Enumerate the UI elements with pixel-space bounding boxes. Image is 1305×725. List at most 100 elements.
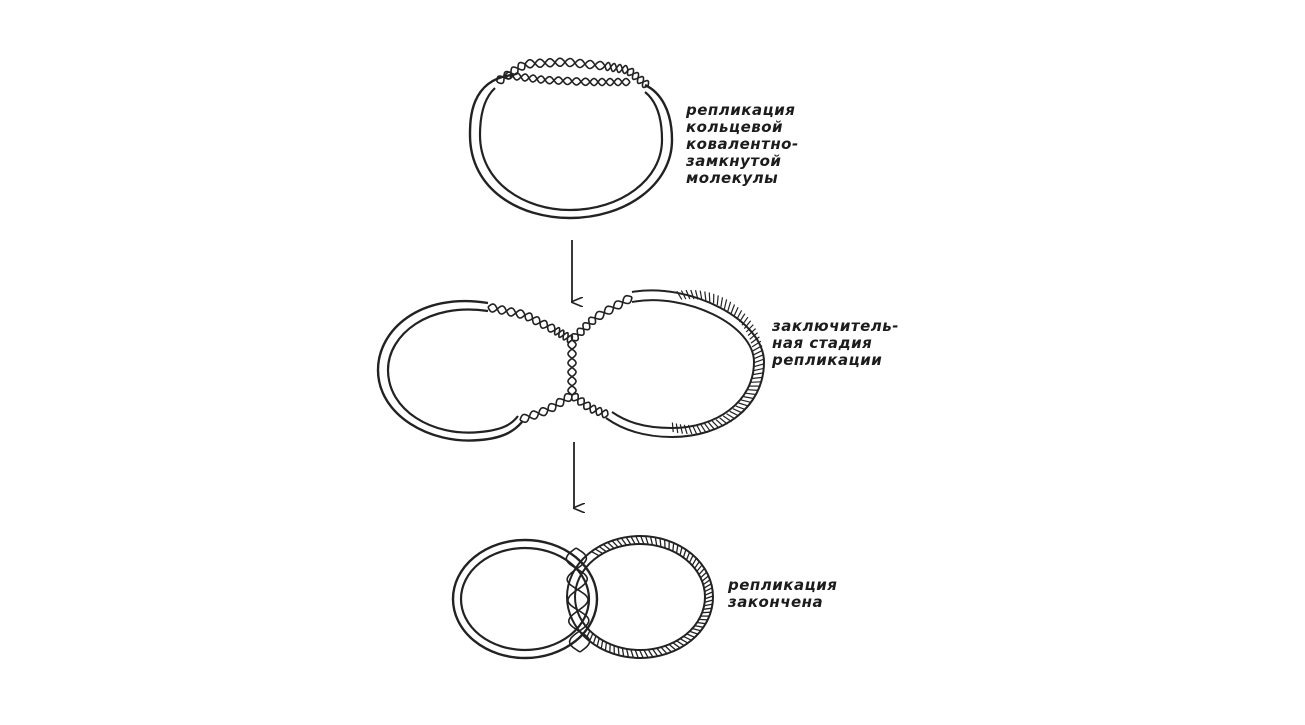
stage3-hatch-tick bbox=[611, 540, 619, 548]
stage3-hatch-tick bbox=[703, 607, 712, 610]
stage3-hatch-tick bbox=[640, 535, 645, 545]
stage3-hatch-tick bbox=[634, 649, 639, 659]
stage3-hatch-tick bbox=[591, 550, 600, 557]
stage2-hatch-tick bbox=[747, 389, 759, 391]
caption-line: ковалентно- bbox=[686, 135, 799, 153]
stage2-hatch-tick bbox=[715, 419, 724, 427]
stage2-hatch-tick bbox=[726, 413, 736, 420]
stage3-hatch-tick bbox=[685, 552, 691, 561]
stage2-hatch-tick bbox=[699, 290, 703, 301]
stage3-hatch-tick bbox=[672, 542, 675, 552]
stage2-hatch-tick bbox=[722, 415, 732, 423]
stage3-hatch-tick bbox=[704, 599, 714, 603]
stage2-hatching bbox=[671, 289, 765, 435]
stage1-helix-inner-seg1-strand-2 bbox=[544, 75, 591, 86]
stage2-hatch-tick bbox=[694, 290, 699, 300]
stage2-hatch-tick bbox=[691, 424, 698, 434]
stage1-helix-top-seg1-strand-2 bbox=[524, 58, 566, 68]
stage2-right-loop-outer bbox=[605, 289, 766, 439]
stage1-molecule bbox=[468, 57, 674, 220]
stage3-hatch-tick bbox=[594, 548, 604, 555]
stage3-hatch-tick bbox=[616, 538, 623, 547]
stage2-hatch-tick bbox=[676, 290, 683, 300]
stage3-hatch-tick bbox=[696, 621, 706, 625]
stage2-hatch-tick bbox=[685, 289, 691, 300]
stage2-helix-upper-left-seg1-strand-2 bbox=[524, 312, 556, 333]
stage2-hatch-tick bbox=[711, 420, 720, 429]
stage3-hatch-tick bbox=[596, 638, 600, 647]
stage3-hatch-tick bbox=[660, 646, 668, 655]
stage3-hatch-tick bbox=[668, 643, 677, 651]
caption-line: молекулы bbox=[686, 169, 779, 187]
stage3-hatch-tick bbox=[654, 537, 658, 546]
stage2-helix-lower-left-seg0-strand-1 bbox=[519, 409, 549, 424]
stage3-link-helix-strand-2 bbox=[566, 547, 591, 653]
stage2-hatch-tick bbox=[704, 291, 707, 302]
caption-line: репликации bbox=[772, 351, 883, 369]
stage2-hatch-tick bbox=[733, 307, 739, 317]
caption-line: замкнутой bbox=[686, 152, 782, 170]
stage2-helix-lower-right-seg1-strand-2 bbox=[589, 404, 609, 417]
stage3-hatch-tick bbox=[621, 647, 625, 657]
stage3-hatch-tick bbox=[598, 545, 607, 553]
stage3-hatch-tick bbox=[694, 624, 704, 628]
stage2-hatch-tick bbox=[730, 304, 736, 314]
stage3-hatch-tick bbox=[592, 635, 597, 645]
stage3-hatch-tick bbox=[698, 618, 708, 621]
stage2-hatch-tick bbox=[738, 313, 746, 323]
stage1-helix-inner-seg0-strand-1 bbox=[504, 72, 546, 84]
stage3-hatch-tick bbox=[679, 638, 689, 644]
stage3-hatch-tick bbox=[704, 587, 713, 593]
stage2-hatch-tick bbox=[736, 310, 743, 320]
stage3-hatch-tick bbox=[656, 647, 663, 656]
stage3-hatch-tick bbox=[694, 561, 700, 569]
stage3-hatch-tick bbox=[703, 583, 712, 589]
stage3-hatch-tick bbox=[652, 648, 659, 657]
stage2-hatch-tick bbox=[751, 340, 762, 348]
stage2-hatch-tick bbox=[752, 345, 763, 352]
stage2-hatch-tick bbox=[707, 421, 716, 431]
stage3-hatch-tick bbox=[702, 579, 711, 586]
stage3-hatch-tick bbox=[625, 648, 630, 658]
stage2-hatch-tick bbox=[753, 349, 764, 356]
stage3-hatch-tick bbox=[644, 536, 649, 545]
stage1-helix-inner-seg2-strand-1 bbox=[589, 77, 631, 87]
stage2-hatch-tick bbox=[671, 422, 674, 433]
stage3-hatch-tick bbox=[630, 649, 635, 658]
stage1-helix-top-seg2-strand-2 bbox=[564, 57, 606, 71]
stage3-hatch-tick bbox=[625, 536, 632, 545]
stage2-hatch-tick bbox=[687, 424, 693, 435]
caption-line: репликация bbox=[728, 576, 838, 594]
stage2-molecule bbox=[376, 289, 766, 442]
stage3-hatch-tick bbox=[675, 544, 679, 554]
stage2-hatch-tick bbox=[745, 392, 757, 396]
stage3-hatch-tick bbox=[704, 591, 713, 596]
caption-line: репликация bbox=[686, 101, 796, 119]
stage3-hatch-tick bbox=[647, 649, 654, 658]
stage2-hatch-tick bbox=[723, 299, 728, 310]
stage2-right-loop-inner bbox=[611, 299, 756, 430]
stage1-outer-strand bbox=[468, 73, 674, 220]
stage2-twisted-segments bbox=[487, 294, 633, 424]
stage2-hatch-tick bbox=[753, 358, 765, 364]
stage2-hatch-tick bbox=[675, 423, 679, 434]
stage3-molecule bbox=[451, 535, 714, 660]
stage3-hatch-tick bbox=[688, 554, 694, 563]
stage2-helix-lower-right-seg1-strand-1 bbox=[589, 406, 609, 419]
stage3-hatch-tick bbox=[602, 543, 611, 551]
stage3-hatch-tick bbox=[689, 630, 699, 635]
stage3-hatch-tick bbox=[683, 635, 692, 641]
stage3-hatch-tick bbox=[692, 627, 701, 632]
stage2-helix-lower-left-seg1-strand-1 bbox=[547, 394, 573, 413]
stage3-hatch-tick bbox=[617, 646, 620, 656]
stage3-catenane-link bbox=[565, 547, 591, 653]
stage2-helix-upper-right-seg1-strand-2 bbox=[594, 296, 633, 319]
stage3-left-ring-inner bbox=[459, 546, 591, 652]
stage3-hatch-tick bbox=[700, 571, 708, 579]
stage3-hatch-tick bbox=[604, 642, 608, 651]
stage2-hatch-tick bbox=[719, 417, 728, 425]
stage1-inner-strand bbox=[478, 87, 664, 212]
stage3-hatch-tick bbox=[620, 537, 628, 546]
